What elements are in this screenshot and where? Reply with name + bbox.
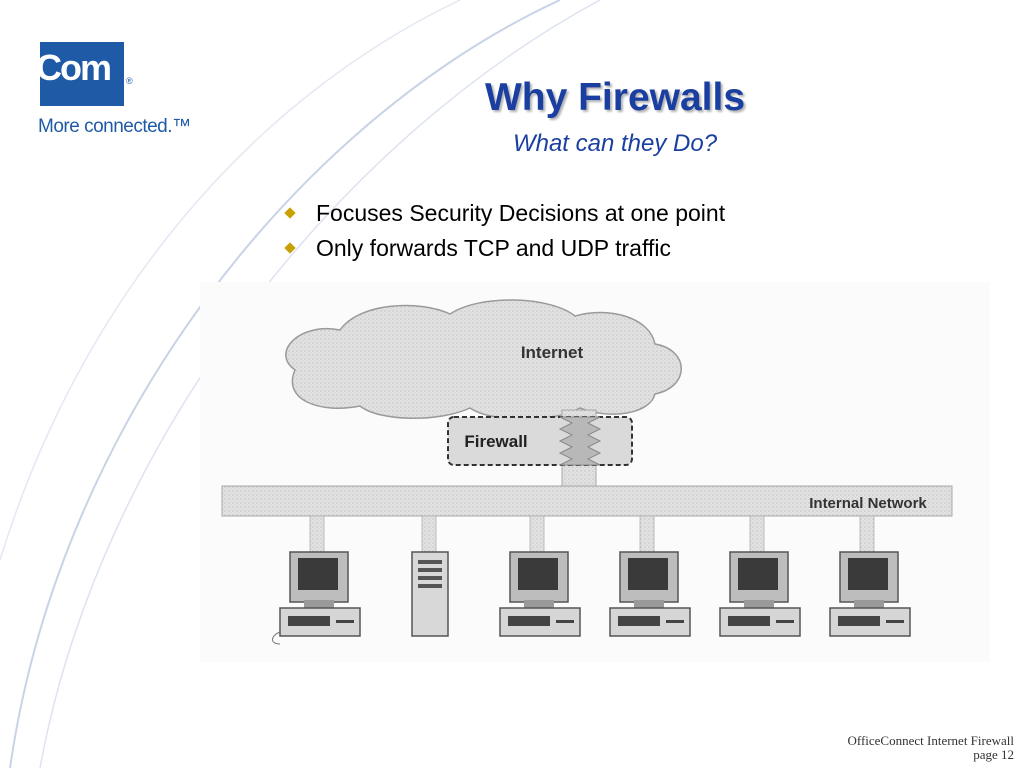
workstation-icon — [499, 551, 581, 637]
internet-cloud-icon — [285, 299, 682, 420]
internal-network-bus — [221, 485, 953, 517]
firewall-label: Firewall — [464, 432, 527, 451]
slide-subtitle: What can they Do? — [512, 130, 718, 157]
slide-title: Why Firewalls — [484, 76, 746, 119]
server-icon — [411, 551, 449, 637]
bullet-item: Only forwards TCP and UDP traffic — [284, 231, 725, 266]
logo-registered-mark: ® — [126, 76, 133, 86]
network-diagram: Internet Firewall Internal Network — [200, 282, 990, 662]
diamond-bullet-icon — [284, 242, 296, 254]
bullet-text: Only forwards TCP and UDP traffic — [316, 235, 671, 261]
bullet-text: Focuses Security Decisions at one point — [316, 200, 726, 226]
bullet-item: Focuses Security Decisions at one point — [284, 196, 725, 231]
workstation-icon — [609, 551, 691, 637]
workstation-icon — [272, 551, 361, 645]
workstation-icon — [719, 551, 801, 637]
diamond-bullet-icon — [284, 207, 296, 219]
page-number: page 12 — [973, 747, 1014, 762]
footer-product: OfficeConnect Internet Firewall — [847, 733, 1014, 748]
logo-mark — [40, 42, 124, 106]
company-logo: 3Com ® More connected.™ — [18, 40, 218, 150]
workstation-icon — [829, 551, 911, 637]
logo-brand: 3Com — [18, 47, 112, 88]
cloud-label: Internet — [521, 343, 584, 362]
firewall-barrier-icon — [558, 416, 602, 466]
logo-tagline: More connected.™ — [38, 116, 191, 137]
bullet-list: Focuses Security Decisions at one point … — [284, 196, 725, 266]
network-label: Internal Network — [809, 495, 927, 512]
slide-footer: OfficeConnect Internet Firewall page 12 — [847, 734, 1014, 762]
drop-lines — [309, 515, 875, 553]
